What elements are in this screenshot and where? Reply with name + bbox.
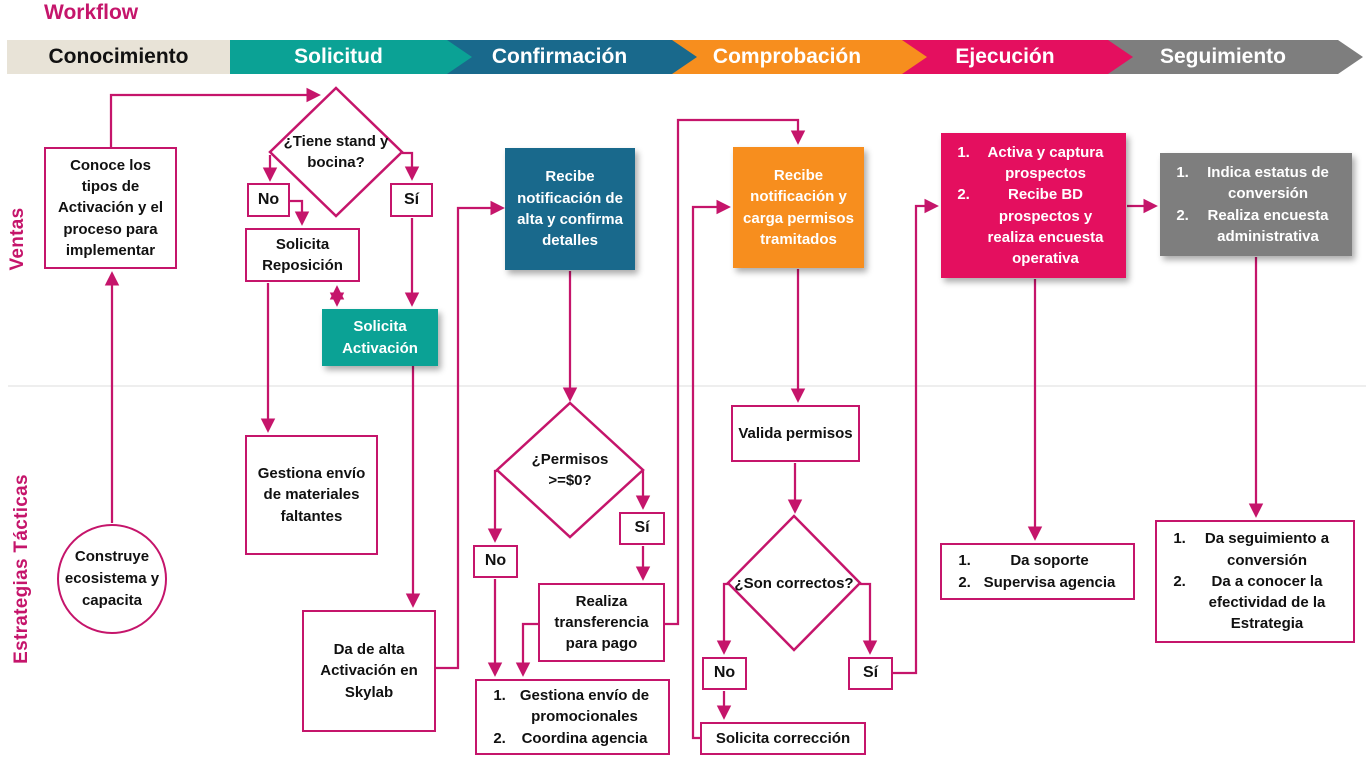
- connector-conoce-to-tiene-stand: [109, 87, 321, 147]
- node-gestiona-materiales: Gestiona envío de materiales faltantes: [245, 435, 378, 555]
- node-realiza-transferencia: Realiza transferencia para pago: [538, 583, 665, 662]
- node-da-de-alta-skylab: Da de alta Activación en Skylab: [302, 610, 436, 732]
- phase-chevron-ejecucion: [902, 40, 1133, 74]
- connectors: [104, 87, 1264, 740]
- phase-chevron-seguimiento: [1108, 40, 1363, 74]
- node-no-3: No: [702, 657, 747, 690]
- connector-transferencia-to-promocionales: [515, 622, 538, 677]
- phase-label-comprobacion: Comprobación: [712, 45, 862, 68]
- decision-diamonds: [268, 86, 862, 652]
- node-da-seguimiento: Da seguimiento a conversión Da a conocer…: [1155, 520, 1355, 643]
- list-item: Da a conocer la efectividad de la Estrat…: [1190, 571, 1344, 635]
- node-solicita-activacion: Solicita Activación: [322, 309, 438, 366]
- node-da-soporte: Da soporte Supervisa agencia: [940, 543, 1135, 600]
- connector-correccion-to-recibe-permisos: [691, 199, 731, 740]
- page-title: Workflow: [44, 1, 139, 24]
- list-item: Indica estatus de conversión: [1193, 162, 1343, 205]
- phase-label-confirmacion: Confirmación: [491, 45, 628, 68]
- phase-chevron-solicitud: [230, 40, 472, 74]
- node-solicita-reposicion: Solicita Reposición: [245, 228, 360, 282]
- node-seguimiento-main: Indica estatus de conversión Realiza enc…: [1160, 153, 1352, 256]
- phase-label-seguimiento: Seguimiento: [1159, 45, 1286, 68]
- decision-son-correctos: [726, 514, 862, 652]
- node-solicita-correccion: Solicita corrección: [700, 722, 866, 755]
- node-ejecucion-main: Activa y captura prospectos Recibe BD pr…: [941, 133, 1126, 278]
- list-item: Coordina agencia: [510, 728, 659, 749]
- connector-son-correctos-to-no3: [716, 582, 732, 655]
- phase-chevron-comprobacion: [672, 40, 927, 74]
- decision-tiene-stand: [268, 86, 404, 218]
- lane-label-estrategias-tacticas: Estrategias Tácticas: [11, 474, 32, 664]
- da-soporte-list: Da soporte Supervisa agencia: [947, 550, 1128, 593]
- node-recibe-notificacion-alta: Recibe notificación de alta y confirma d…: [505, 148, 635, 270]
- da-seguimiento-list: Da seguimiento a conversión Da a conocer…: [1162, 528, 1348, 634]
- phase-chevron-confirmacion: [447, 40, 697, 74]
- list-item: Da seguimiento a conversión: [1190, 528, 1344, 571]
- node-no-1: No: [247, 183, 290, 217]
- list-item: Recibe BD prospectos y realiza encuesta …: [974, 184, 1117, 269]
- phase-label-conocimiento: Conocimiento: [48, 45, 189, 68]
- connector-permisos-to-no2: [487, 469, 503, 543]
- decision-permisos: [495, 401, 645, 539]
- node-conoce-tipos: Conoce los tipos de Activación y el proc…: [44, 147, 177, 269]
- connector-son-correctos-to-si3: [860, 582, 878, 655]
- connector-no1-to-solicita-reposicion: [290, 199, 310, 226]
- phase-label-solicitud: Solicitud: [294, 45, 383, 68]
- phase-chevron-conocimiento: [7, 40, 230, 74]
- node-si-3: Sí: [848, 657, 893, 690]
- ejecucion-main-list: Activa y captura prospectos Recibe BD pr…: [946, 142, 1121, 270]
- phase-label-ejecucion: Ejecución: [955, 45, 1055, 68]
- list-item: Da soporte: [975, 550, 1124, 571]
- list-item: Supervisa agencia: [975, 572, 1124, 593]
- gestiona-promocionales-list: Gestiona envío de promocionales Coordina…: [482, 685, 663, 749]
- node-si-2: Sí: [619, 512, 665, 545]
- list-item: Activa y captura prospectos: [974, 142, 1117, 185]
- list-item: Realiza encuesta administrativa: [1193, 205, 1343, 248]
- node-no-2: No: [473, 545, 518, 578]
- node-gestiona-promocionales: Gestiona envío de promocionales Coordina…: [475, 679, 670, 755]
- node-construye-ecosistema: Construye ecosistema y capacita: [57, 524, 167, 634]
- phase-bar: [7, 40, 1363, 74]
- connector-transferencia-to-recibe-permisos: [665, 118, 806, 626]
- node-si-1: Sí: [390, 183, 433, 217]
- seguimiento-main-list: Indica estatus de conversión Realiza enc…: [1165, 162, 1347, 247]
- connector-da-de-alta-to-recibe-alta: [436, 200, 505, 670]
- connector-tiene-stand-to-si1: [402, 151, 420, 181]
- lane-label-ventas: Ventas: [7, 207, 28, 271]
- list-item: Gestiona envío de promocionales: [510, 685, 659, 728]
- node-valida-permisos: Valida permisos: [731, 405, 860, 462]
- connector-si3-to-ejecucion-main: [893, 198, 939, 675]
- node-recibe-notificacion-permisos: Recibe notificación y carga permisos tra…: [733, 147, 864, 268]
